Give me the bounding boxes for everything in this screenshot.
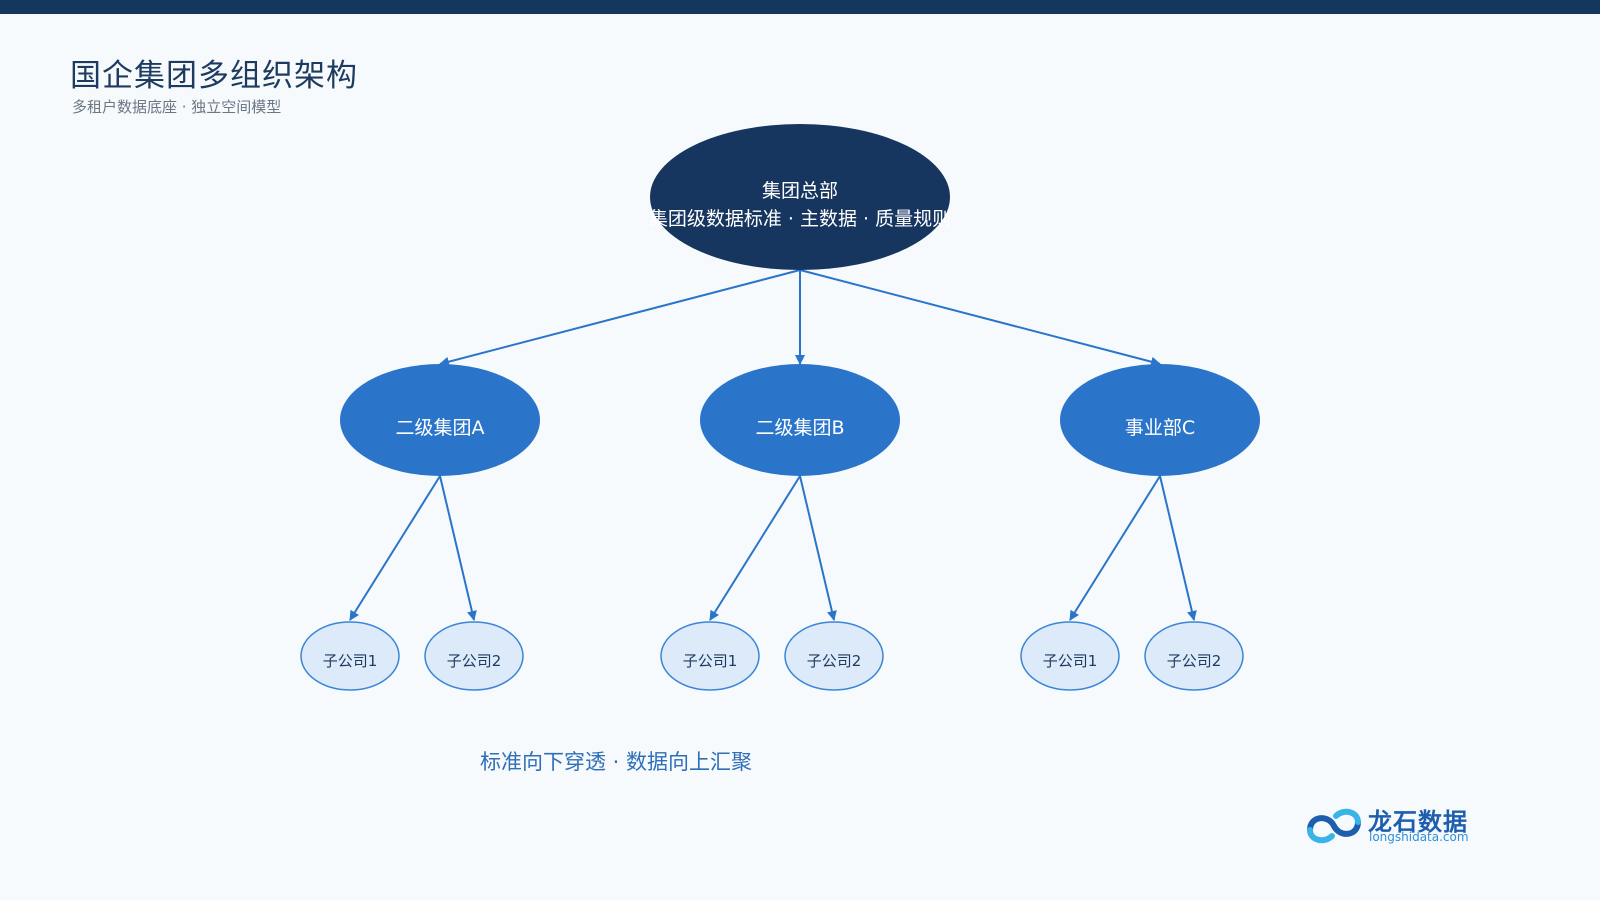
edge-root-to-division-c <box>799 269 1161 367</box>
logo-name: 龙石数据 <box>1368 808 1468 836</box>
root-node-description: 集团级数据标准 · 主数据 · 质量规则 <box>649 208 951 230</box>
division-c-label: 事业部C <box>1125 417 1195 439</box>
leaf-b1-shape <box>660 621 760 691</box>
leaf-c2-label: 子公司2 <box>1167 652 1222 670</box>
page-subtitle: 多租户数据底座 · 独立空间模型 <box>72 98 282 116</box>
leaf-b1: 子公司1 <box>660 621 760 691</box>
leaf-a1-label: 子公司1 <box>323 652 378 670</box>
group-a-label: 二级集团A <box>396 417 485 439</box>
group-a-shape <box>340 364 540 476</box>
level2-division-c: 事业部C <box>1060 364 1260 476</box>
group-b-label: 二级集团B <box>755 417 844 439</box>
leaf-a2-shape <box>424 621 524 691</box>
leaf-b2-label: 子公司2 <box>807 652 862 670</box>
edge-group-b-to-sub1 <box>709 475 801 621</box>
leaf-b2: 子公司2 <box>784 621 884 691</box>
leaf-c1-label: 子公司1 <box>1043 652 1098 670</box>
leaf-b2-shape <box>784 621 884 691</box>
brand-logo: 龙石数据 longshidata.com <box>1304 800 1504 850</box>
connectors <box>349 269 1197 621</box>
edge-division-c-to-sub2 <box>1159 475 1197 621</box>
edge-root-to-group-a <box>439 269 801 367</box>
page-title: 国企集团多组织架构 <box>70 58 358 94</box>
leaf-c2: 子公司2 <box>1144 621 1244 691</box>
leaf-a2-label: 子公司2 <box>447 652 502 670</box>
leaf-a1: 子公司1 <box>300 621 400 691</box>
leaf-a2: 子公司2 <box>424 621 524 691</box>
logo-mark-icon <box>1307 808 1361 844</box>
leaf-c1-shape <box>1020 621 1120 691</box>
leaf-c2-shape <box>1144 621 1244 691</box>
edge-group-a-to-sub1 <box>349 475 441 621</box>
group-b-shape <box>700 364 900 476</box>
edge-division-c-to-sub1 <box>1069 475 1161 621</box>
edge-group-b-to-sub2 <box>799 475 837 621</box>
top-bar <box>0 0 1600 14</box>
level2-group-b: 二级集团B <box>700 364 900 476</box>
level2-group-a: 二级集团A <box>340 364 540 476</box>
root-node-label: 集团总部 <box>762 180 838 202</box>
root-node-shape <box>650 124 950 270</box>
root-node: 集团总部 集团级数据标准 · 主数据 · 质量规则 <box>649 124 951 270</box>
leaf-a1-shape <box>300 621 400 691</box>
leaf-b1-label: 子公司1 <box>683 652 738 670</box>
logo-url: longshidata.com <box>1369 830 1469 844</box>
leaf-c1: 子公司1 <box>1020 621 1120 691</box>
footer-note: 标准向下穿透 · 数据向上汇聚 <box>480 750 753 774</box>
edge-group-a-to-sub2 <box>439 475 477 621</box>
division-c-shape <box>1060 364 1260 476</box>
